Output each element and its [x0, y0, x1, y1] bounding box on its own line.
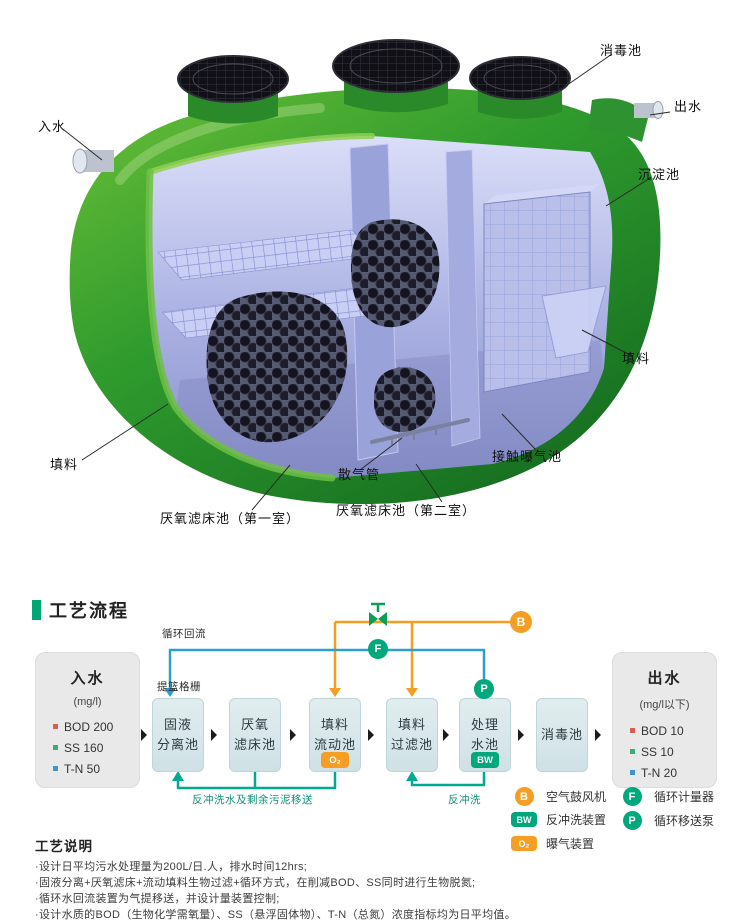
inflow-item: BOD 200	[53, 716, 139, 737]
flow-meter-legend-icon: F	[622, 787, 642, 806]
label-sedimentation-tank: 沉淀池	[638, 167, 681, 182]
inflow-unit: (mg/l)	[73, 696, 102, 708]
inflow-item: T-N 50	[53, 758, 139, 779]
aeration-badge: O₂	[321, 752, 349, 768]
bullet-square	[630, 728, 635, 733]
label-air-diffuser: 散气管	[338, 467, 381, 482]
legend-item-aeration-device: O₂ 曝气装置	[510, 835, 594, 852]
label-basket-screen: 提篮格栅	[157, 681, 201, 693]
inlet-pipe	[72, 148, 114, 174]
blower-legend-icon: B	[514, 787, 534, 806]
label-contact-aeration-tank: 接触曝气池	[492, 449, 563, 464]
stage-anaerobic-filter: 厌氧 滤床池	[229, 698, 281, 772]
outflow-item: SS 10	[630, 741, 716, 762]
outlet-pipe	[634, 101, 664, 119]
pump-legend-icon: P	[622, 811, 642, 830]
notes-title: 工艺说明	[35, 839, 93, 854]
label-disinfection-tank: 消毒池	[600, 43, 643, 58]
leader-lines	[63, 53, 671, 511]
label-anaerobic-chamber-2: 厌氧滤床池（第二室）	[336, 503, 477, 518]
inflow-title: 入水	[70, 670, 105, 687]
bullet-square	[630, 770, 635, 775]
inflow-box: 入水 (mg/l) BOD 200 SS 160 T-N 50	[35, 652, 140, 788]
label-outlet: 出水	[674, 99, 703, 114]
outflow-item: T-N 20	[630, 762, 716, 783]
stage-solid-liquid-separation: 固液 分离池	[152, 698, 204, 772]
outflow-unit: (mg/l以下)	[639, 699, 690, 711]
label-circulation: 循环回流	[162, 628, 206, 640]
bullet-square	[53, 724, 58, 729]
inflow-item: SS 160	[53, 737, 139, 758]
stage-media-filter: 填料 过滤池	[386, 698, 438, 772]
bullet-square	[53, 745, 58, 750]
legend-item-blower: B 空气鼓风机	[510, 787, 606, 806]
backwash-legend-icon: BW	[511, 812, 537, 827]
pump-badge: P	[474, 679, 494, 699]
flow-meter-badge: F	[368, 639, 388, 659]
title-accent-bar	[32, 600, 41, 620]
bullet-square	[630, 749, 635, 754]
outflow-title: 出水	[647, 670, 682, 687]
valve-icon	[369, 602, 387, 626]
label-inlet: 入水	[38, 119, 67, 134]
process-flow-title: 工艺流程	[32, 597, 129, 623]
note-line: ·固液分离+厌氧滤床+流动填料生物过滤+循环方式，在削减BOD、SS同时进行生物…	[35, 877, 476, 889]
aeration-legend-icon: O₂	[511, 836, 537, 851]
note-line: ·设计日平均污水处理量为200L/日.人，排水时间12hrs;	[35, 861, 308, 873]
outflow-box: 出水 (mg/l以下) BOD 10 SS 10 T-N 20	[612, 652, 717, 788]
flow-step-arrows	[141, 729, 601, 741]
backwash-badge: BW	[471, 752, 499, 768]
outflow-item: BOD 10	[630, 720, 716, 741]
legend-item-pump: P 循环移送泵	[618, 811, 714, 830]
legend-item-flow-meter: F 循环计量器	[618, 787, 714, 806]
tank-cutaway-art	[63, 39, 671, 511]
label-sludge-return: 反冲洗水及剩余污泥移送	[192, 794, 313, 806]
blower-badge: B	[510, 611, 532, 633]
label-backwash: 反冲洗	[448, 794, 481, 806]
legend-item-backwash-device: BW 反冲洗装置	[510, 811, 606, 828]
flow-connectors	[141, 602, 601, 790]
bullet-square	[53, 766, 58, 771]
label-media-left: 填料	[50, 457, 79, 472]
note-line: ·设计水质的BOD（生物化学需氧量）、SS（悬浮固体物）、T-N（总氮）浓度指标…	[35, 909, 516, 921]
label-media-right: 填料	[622, 351, 651, 366]
label-anaerobic-chamber-1: 厌氧滤床池（第一室）	[160, 511, 301, 526]
note-line: ·循环水回流装置为气提移送，并设计量装置控制;	[35, 893, 280, 905]
stage-disinfection: 消毒池	[536, 698, 588, 772]
